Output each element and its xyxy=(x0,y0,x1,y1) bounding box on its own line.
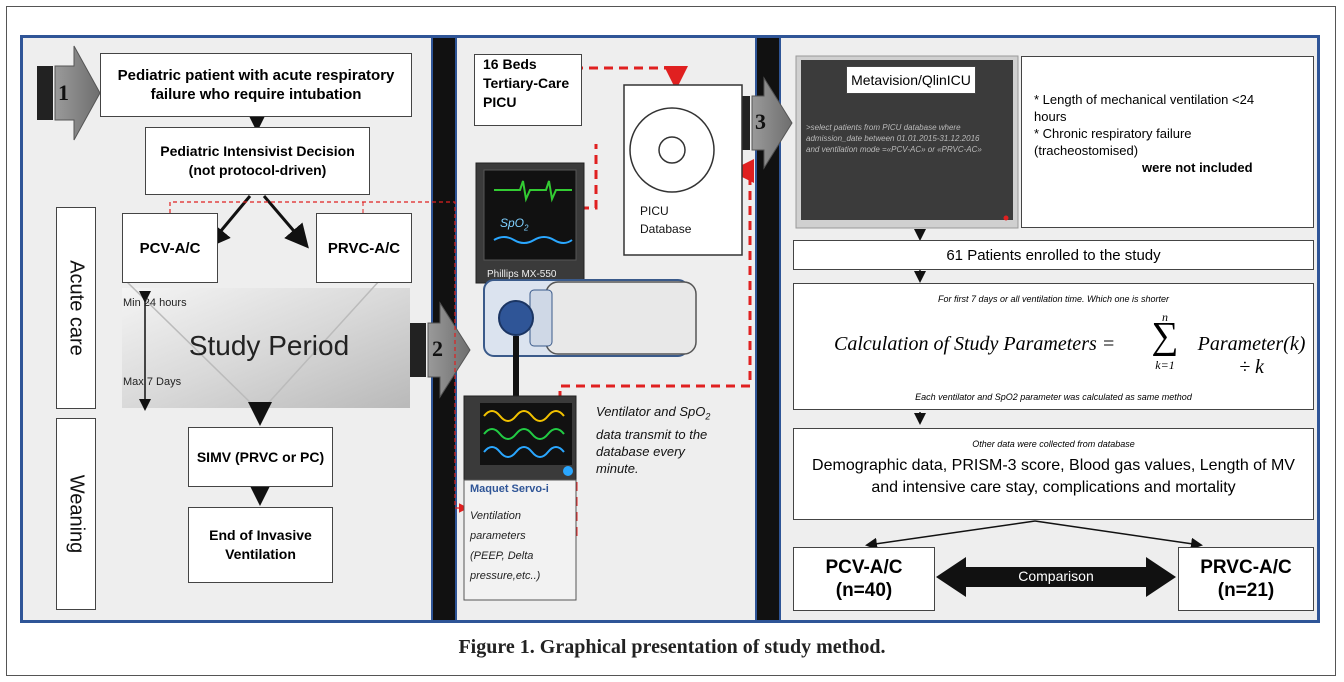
exclusion-line1: * Length of mechanical ventilation <24 xyxy=(1034,92,1255,107)
database-query: >select patients from PICU database wher… xyxy=(806,122,1010,155)
figure-frame xyxy=(6,6,1336,676)
query-line2: admission_date between 01.01.2015-31.12.… xyxy=(806,134,980,143)
params-line2: parameters xyxy=(470,530,526,542)
ventilator-screen xyxy=(463,395,577,601)
enrolled-text: 61 Patients enrolled to the study xyxy=(946,246,1161,264)
other-line2: and intensive care stay, complications a… xyxy=(871,479,1236,496)
calculation-box: For first 7 days or all ventilation time… xyxy=(793,283,1314,410)
exclusion-line3: * Chronic respiratory failure xyxy=(1034,126,1192,141)
ventilator-device xyxy=(483,279,697,398)
comparison-arrow xyxy=(936,557,1176,597)
pcv-group-name: PCV-A/C xyxy=(825,557,903,578)
step-number-3: 3 xyxy=(755,109,766,134)
other-header: Other data were collected from database xyxy=(972,439,1135,449)
monitor-model-label: Phillips MX-550 xyxy=(487,269,557,280)
pcv-group-box: PCV-A/C (n=40) xyxy=(793,547,935,611)
weaning-label: Weaning xyxy=(56,418,96,610)
other-line1: Demographic data, PRISM-3 score, Blood g… xyxy=(812,457,1295,474)
calc-header: For first 7 days or all ventilation time… xyxy=(937,294,1170,304)
simv-label: SIMV (PRVC or PC) xyxy=(196,449,325,465)
red-dashed-links xyxy=(169,201,469,513)
other-data-box: Other data were collected from database … xyxy=(793,428,1314,520)
params-line4: pressure,etc..) xyxy=(470,570,541,582)
prvc-box: PRVC-A/C xyxy=(316,213,412,283)
metavision-title: Metavision/QlinICU xyxy=(846,66,976,94)
comparison-label: Comparison xyxy=(1018,568,1094,584)
weaning-text: Weaning xyxy=(65,474,88,554)
db-line1: PICU xyxy=(640,204,669,218)
sum-upper: n xyxy=(1162,310,1168,324)
prvc-group-name: PRVC-A/C xyxy=(1200,557,1292,578)
query-line1: >select patients from PICU database wher… xyxy=(806,123,961,132)
transmit-line4: minute. xyxy=(596,460,639,476)
patient-box: Pediatric patient with acute respiratory… xyxy=(100,53,412,117)
end-ventilation-box: End of Invasive Ventilation xyxy=(188,507,333,583)
beds-line3: PICU xyxy=(483,94,517,110)
decision-line2: (not protocol-driven) xyxy=(188,162,327,178)
transmit-line2: data transmit to the xyxy=(596,426,708,442)
beds-line2: Tertiary-Care xyxy=(483,75,570,91)
prvc-label: PRVC-A/C xyxy=(327,239,401,257)
decision-box: Pediatric Intensivist Decision (not prot… xyxy=(145,127,370,195)
pcv-box: PCV-A/C xyxy=(122,213,218,283)
ventilator-name: Maquet Servo-i xyxy=(470,483,549,495)
exclusion-line2: hours xyxy=(1034,109,1067,124)
calc-formula-left: Calculation of Study Parameters = xyxy=(834,333,1116,355)
end-line1: End of Invasive xyxy=(209,527,312,543)
metavision-title-text: Metavision/QlinICU xyxy=(851,72,971,88)
ventilation-params-note: Ventilation parameters (PEEP, Delta pres… xyxy=(470,506,540,586)
acute-care-label: Acute care xyxy=(56,207,96,409)
end-line2: Ventilation xyxy=(225,546,296,562)
params-line3: (PEEP, Delta xyxy=(470,550,534,562)
transmit-line1: Ventilator and SpO xyxy=(596,404,706,419)
transmit-note: Ventilator and SpO2 data transmit to the… xyxy=(596,404,711,476)
study-period-area xyxy=(122,288,410,408)
step-arrow-2 xyxy=(410,301,471,399)
sum-lower: k=1 xyxy=(1155,358,1175,372)
exclusion-line5: were not included xyxy=(1142,160,1253,175)
step-arrow-1 xyxy=(37,45,101,141)
prvc-group-box: PRVC-A/C (n=21) xyxy=(1178,547,1314,611)
picu-beds-box: 16 Beds Tertiary-Care PICU xyxy=(474,54,582,126)
exclusion-box: * Length of mechanical ventilation <24 h… xyxy=(1021,56,1314,228)
step-number-1: 1 xyxy=(58,80,69,105)
exclusion-line4: (tracheostomised) xyxy=(1034,143,1139,158)
min-duration-label: Min 24 hours xyxy=(123,297,187,309)
prvc-group-count: (n=21) xyxy=(1217,580,1275,601)
transmit-line3: database every xyxy=(596,443,685,459)
spo2-screen-label: SpO2 xyxy=(500,216,529,233)
pcv-label: PCV-A/C xyxy=(139,239,201,257)
calc-footer: Each ventilator and SpO2 parameter was c… xyxy=(915,392,1192,402)
params-line1: Ventilation xyxy=(470,510,521,522)
decision-line1: Pediatric Intensivist Decision xyxy=(160,143,355,159)
calc-formula-right: Parameter(k) ÷ k xyxy=(1197,333,1306,378)
max-duration-label: Max 7 Days xyxy=(123,376,182,388)
figure-caption: Figure 1. Graphical presentation of stud… xyxy=(458,636,886,658)
step-number-2: 2 xyxy=(432,336,443,361)
patient-box-text: Pediatric patient with acute respiratory… xyxy=(117,67,395,103)
study-period-label: Study Period xyxy=(188,330,350,361)
pcv-group-count: (n=40) xyxy=(835,580,893,601)
picu-database-label: PICU Database xyxy=(640,202,691,238)
enrolled-box: 61 Patients enrolled to the study xyxy=(793,240,1314,270)
database-disk xyxy=(623,84,743,256)
patient-monitor xyxy=(475,162,591,297)
db-line2: Database xyxy=(640,222,692,236)
query-line3: and ventilation mode =«PCV-AC» or «PRVC-… xyxy=(806,145,982,154)
sum-symbol: ∑ xyxy=(1151,315,1179,357)
simv-box: SIMV (PRVC or PC) xyxy=(188,427,333,487)
beds-line1: 16 Beds xyxy=(483,56,537,72)
acute-care-text: Acute care xyxy=(65,260,88,356)
